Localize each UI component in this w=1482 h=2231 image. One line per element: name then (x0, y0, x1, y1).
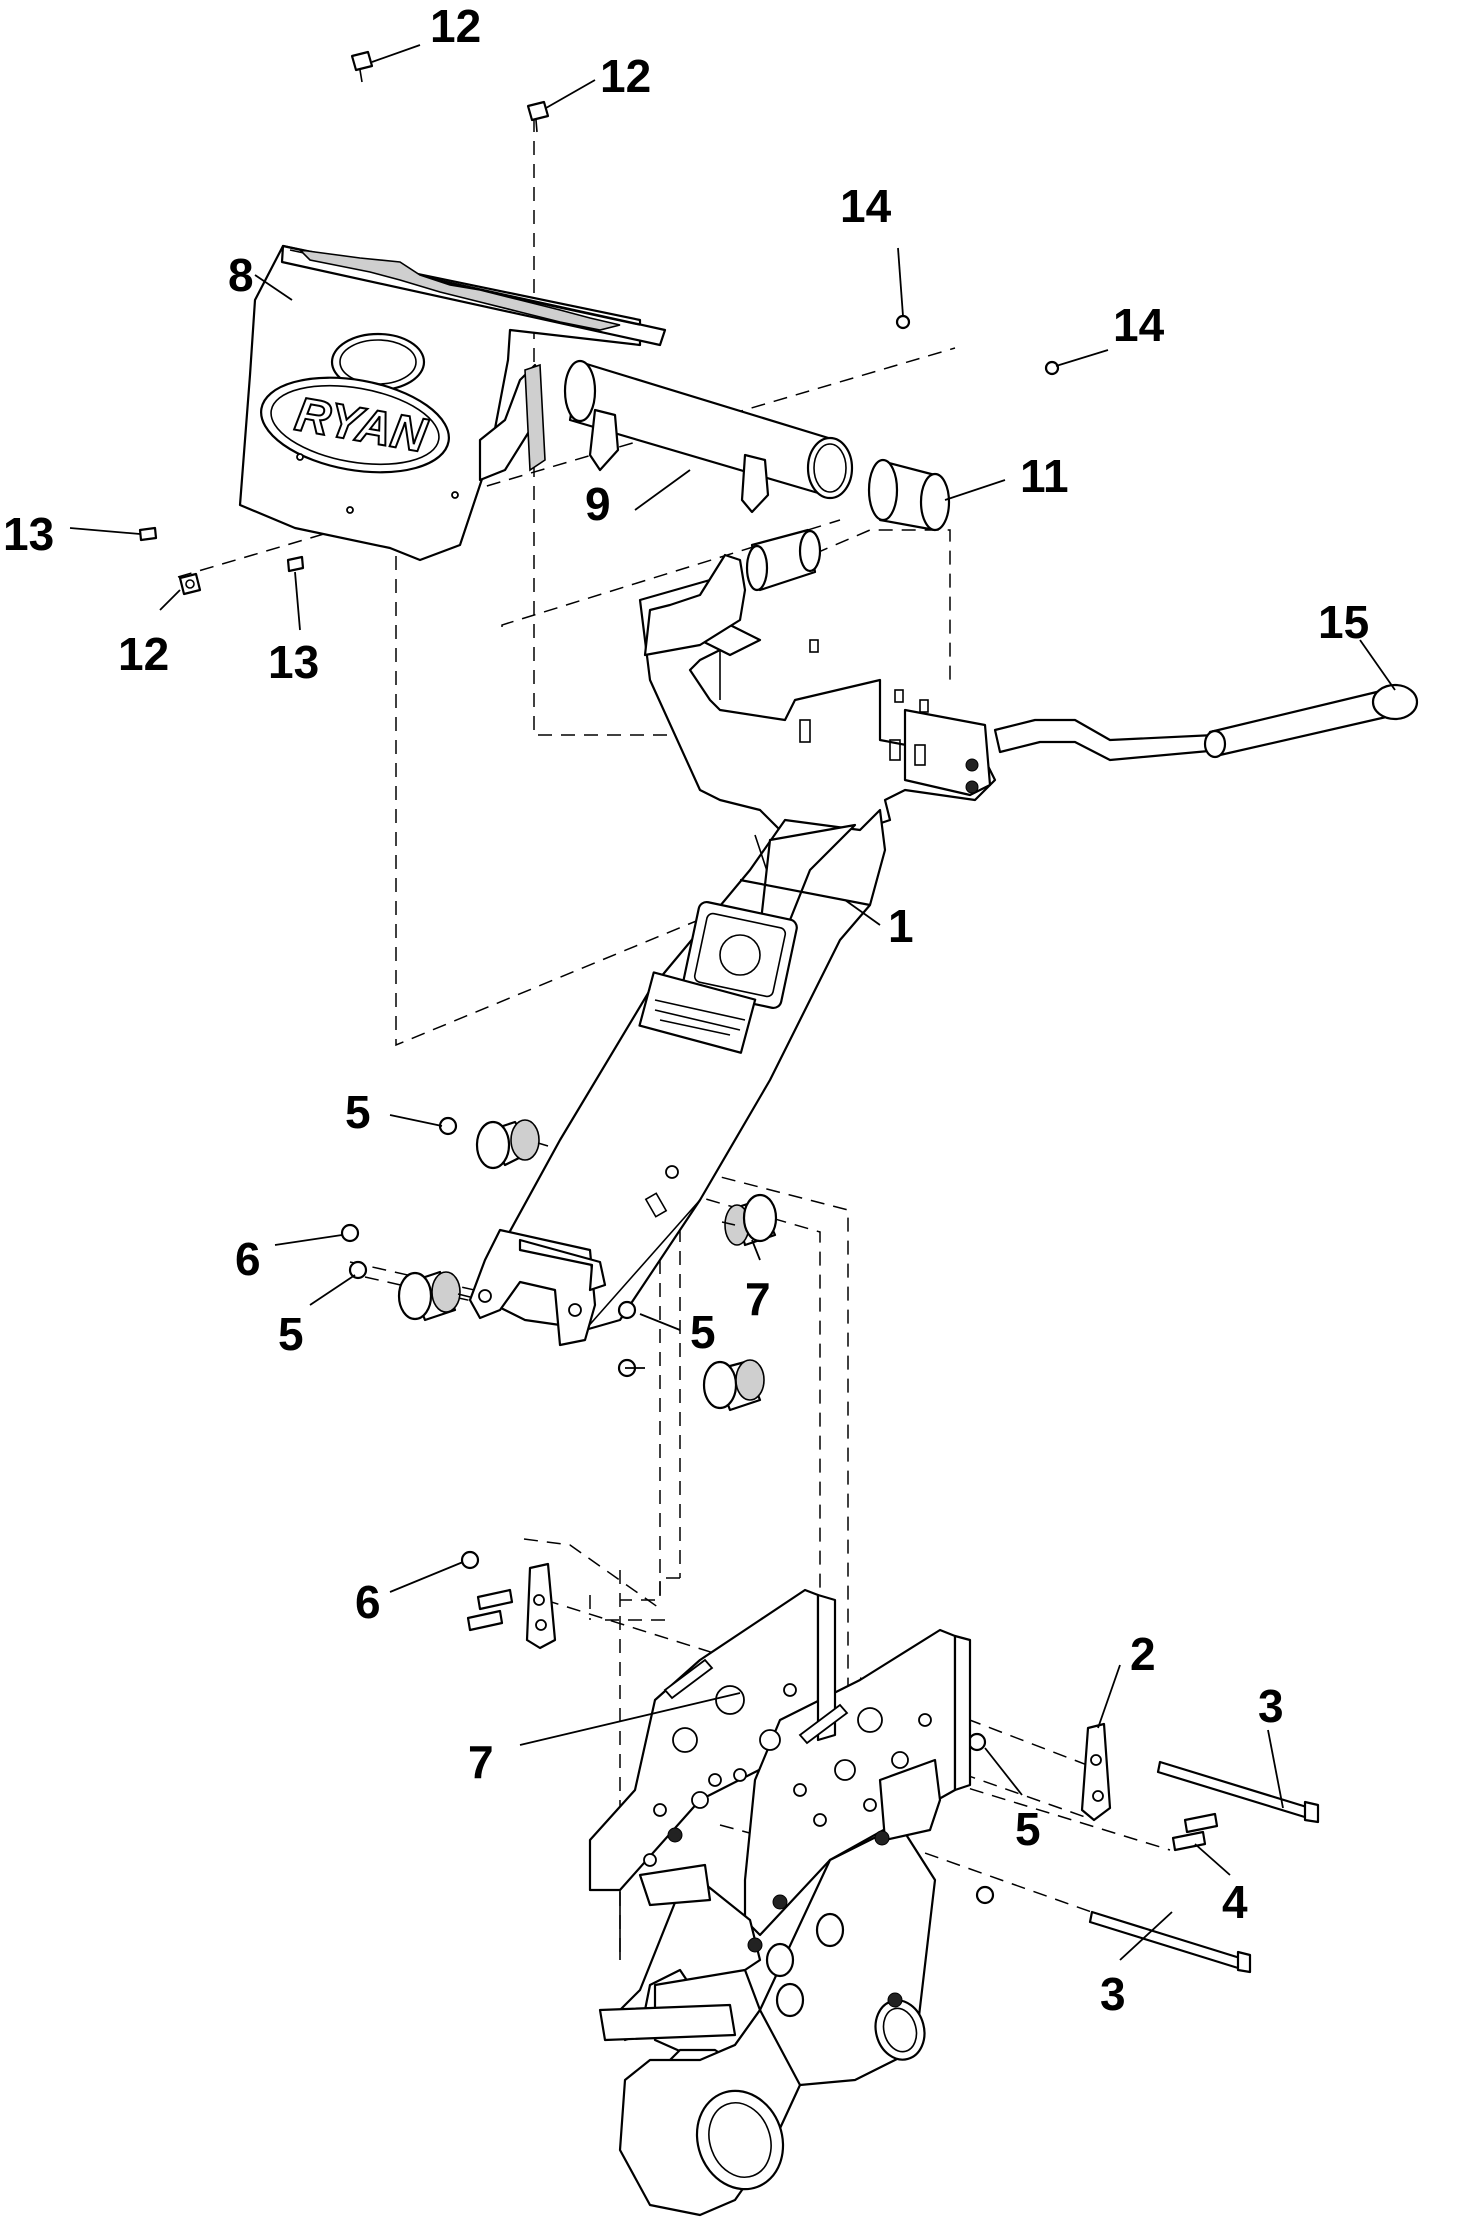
handle-frame-part (468, 553, 997, 1347)
callouts: 12 12 14 14 8 11 9 15 13 12 13 1 5 6 5 5… (3, 0, 1369, 2020)
callout-8: 7 (745, 1273, 771, 1325)
callout-10: 9 (585, 478, 611, 530)
bolt-12-top-left (350, 50, 374, 83)
screw-13-left (138, 526, 158, 542)
callout-3-lower: 3 (1100, 1968, 1126, 2020)
callout-3-upper: 3 (1258, 1680, 1284, 1732)
callout-2: 2 (1130, 1628, 1156, 1680)
screw-13-lower (286, 555, 305, 573)
nut-12-side (178, 572, 202, 596)
leader-lines (69, 44, 1396, 1961)
rod-3-lower (1088, 1910, 1252, 1974)
nut-5-a (438, 1116, 458, 1136)
callout-6-lower: 6 (355, 1576, 381, 1628)
isolator-mount-upper-left (475, 1119, 549, 1170)
bolt-left-a (476, 1588, 514, 1611)
base-plate-assembly (588, 1588, 972, 2217)
callout-1: 1 (888, 900, 914, 952)
isolator-mount-upper-right (721, 1193, 778, 1247)
callout-12-side: 12 (118, 628, 169, 680)
callout-5-lower-left: 5 (278, 1308, 304, 1360)
callout-7: 7 (468, 1736, 494, 1788)
tube-bracket-part (563, 359, 854, 514)
nut-5-c (617, 1300, 637, 1320)
isolator-mounts (397, 1119, 778, 1412)
callout-15: 15 (1318, 596, 1369, 648)
callout-12-top-center: 12 (600, 50, 651, 102)
callout-13-lower: 13 (268, 636, 319, 688)
isolator-mount-lower-right (702, 1359, 765, 1412)
bolt-12-top-center (526, 100, 550, 133)
callout-6-upper: 6 (235, 1233, 261, 1285)
callout-5-upper: 5 (345, 1086, 371, 1138)
washer-6-a (340, 1223, 360, 1243)
callout-14-upper: 14 (840, 180, 892, 232)
callout-13-left: 13 (3, 508, 54, 560)
callout-5-lower-right: 5 (1015, 1803, 1041, 1855)
boot-part (867, 458, 951, 532)
washer-6-b (460, 1550, 480, 1570)
bracket-2-part (1080, 1722, 1112, 1822)
nut-lower (975, 1885, 995, 1905)
spacer-part (745, 528, 822, 592)
nut-14-right (1044, 360, 1060, 376)
cover-shroud-part: RYAN (238, 244, 667, 562)
nut-5-b (348, 1260, 368, 1280)
callout-5-center: 5 (690, 1306, 716, 1358)
bolt-left-b (466, 1609, 504, 1632)
nut-5-e (967, 1732, 987, 1752)
callout-14-right: 14 (1113, 299, 1165, 351)
callout-11: 11 (1020, 450, 1069, 502)
rod-3-upper (1156, 1760, 1320, 1824)
handle-grip-part (993, 683, 1419, 762)
nut-14-upper (895, 314, 911, 330)
isolator-mount-lower-left (397, 1270, 471, 1322)
callout-9: 8 (228, 249, 254, 301)
bracket-left (525, 1562, 557, 1650)
callout-12-top-left: 12 (430, 0, 481, 52)
callout-4: 4 (1222, 1876, 1248, 1928)
